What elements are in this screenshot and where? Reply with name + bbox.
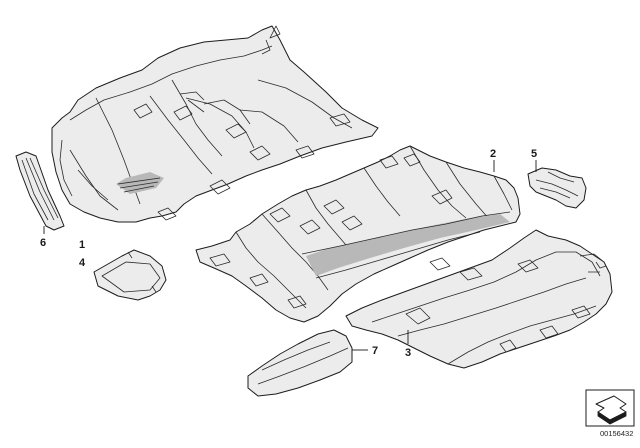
- document-number: 00156432: [600, 429, 633, 438]
- callout-4: 4: [79, 257, 86, 269]
- callout-6: 6: [40, 237, 46, 249]
- callout-2: 2: [490, 148, 496, 160]
- callout-7: 7: [372, 345, 378, 357]
- front-floor-covering[interactable]: [51, 25, 379, 223]
- small-insert-part[interactable]: [527, 167, 587, 209]
- callout-3: 3: [405, 347, 411, 359]
- luggage-compartment-covering[interactable]: [345, 229, 613, 369]
- small-floor-mat[interactable]: [93, 249, 167, 301]
- callout-5: 5: [531, 148, 537, 160]
- side-trim-strip[interactable]: [15, 151, 65, 231]
- callout-1: 1: [79, 239, 85, 251]
- arrow-direction-icon: [585, 389, 635, 427]
- rear-floor-covering[interactable]: [195, 145, 521, 323]
- trunk-floor-board[interactable]: [247, 329, 353, 397]
